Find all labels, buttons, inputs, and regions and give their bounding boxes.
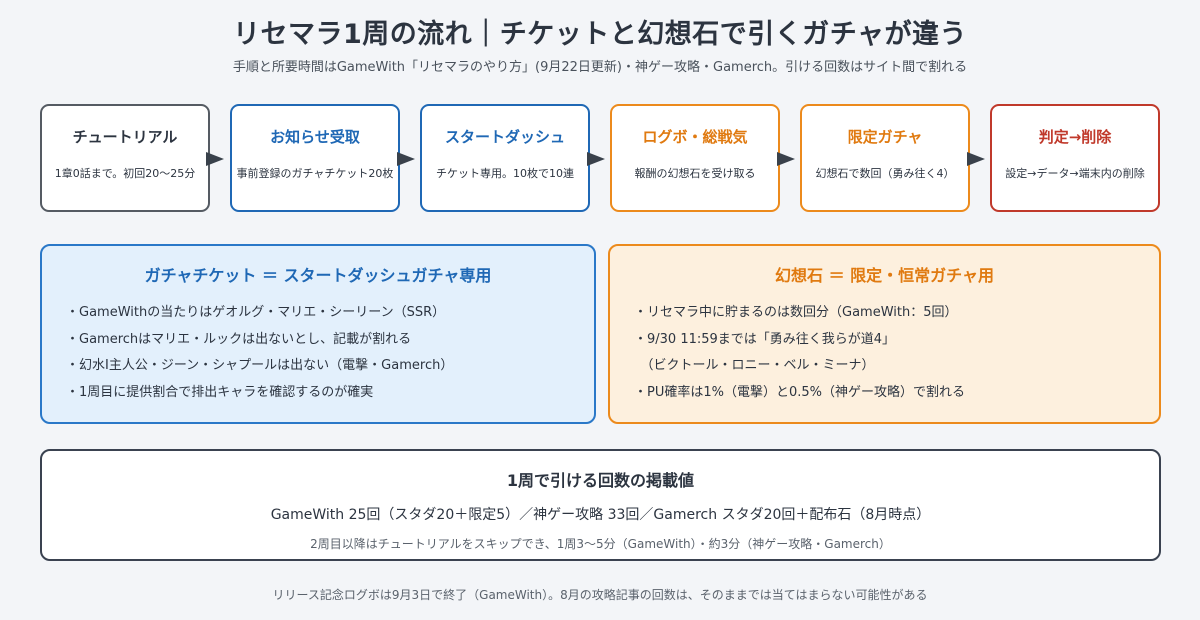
step-tutorial: チュートリアル 1章0話まで。初回20〜25分: [40, 104, 210, 212]
list-item: ・PU確率は1%（電撃）と0.5%（神ゲー攻略）で割れる: [634, 384, 966, 400]
step-title: お知らせ受取: [270, 128, 360, 146]
summary-note: 2周目以降はチュートリアルをスキップでき、1周3〜5分（GameWith）・約3…: [310, 537, 891, 551]
step-desc: 設定→データ→端末内の削除: [1005, 167, 1145, 180]
step-desc: 報酬の幻想石を受け取る: [634, 167, 756, 180]
step-desc: 幻想石で数回（勇み往く4）: [815, 167, 955, 180]
step-title: 限定ガチャ: [847, 128, 923, 146]
step-title: チュートリアル: [72, 128, 178, 146]
list-item: （ビクトール・ロニー・ベル・ミーナ）: [634, 358, 875, 373]
step-desc: チケット専用。10枚で10連: [436, 167, 574, 180]
list-item: ・9/30 11:59までは「勇み往く我らが道4」: [634, 331, 896, 347]
step-login-bonus: ログボ・総戦気 報酬の幻想石を受け取る: [610, 104, 780, 212]
list-item: ・1周目に提供割合で排出キャラを確認するのが確実: [66, 384, 374, 400]
step-title: 判定→削除: [1038, 128, 1112, 146]
flow-arrow-icon: [777, 152, 795, 166]
stone-panel-title: 幻想石 ＝ 限定・恒常ガチャ用: [775, 266, 994, 285]
summary-values: GameWith 25回（スタダ20＋限定5）／神ゲー攻略 33回／Gamerc…: [270, 507, 931, 523]
step-title: ログボ・総戦気: [642, 128, 748, 146]
ticket-panel-list: ・GameWithの当たりはゲオルグ・マリエ・シーリーン（SSR） ・Gamer…: [42, 300, 594, 406]
flow-arrow-icon: [967, 152, 985, 166]
list-item: ・GameWithの当たりはゲオルグ・マリエ・シーリーン（SSR）: [66, 305, 446, 320]
summary-title: 1周で引ける回数の掲載値: [506, 471, 695, 490]
step-notice: お知らせ受取 事前登録のガチャチケット20枚: [230, 104, 400, 212]
stone-panel: 幻想石 ＝ 限定・恒常ガチャ用 ・リセマラ中に貯まるのは数回分（GameWith…: [608, 244, 1161, 424]
step-limited-gacha: 限定ガチャ 幻想石で数回（勇み往く4）: [800, 104, 970, 212]
flow-arrow-icon: [397, 152, 415, 166]
ticket-panel: ガチャチケット ＝ スタートダッシュガチャ専用 ・GameWithの当たりはゲオ…: [40, 244, 596, 424]
pull-count-summary: 1周で引ける回数の掲載値 GameWith 25回（スタダ20＋限定5）／神ゲー…: [40, 449, 1161, 561]
footer-note: リリース記念ログボは9月3日で終了（GameWith）。8月の攻略記事の回数は、…: [272, 588, 928, 602]
page-subtitle: 手順と所要時間はGameWith「リセマラのやり方」(9月22日更新)・神ゲー攻…: [232, 60, 968, 75]
step-desc: 事前登録のガチャチケット20枚: [236, 167, 394, 180]
flow-arrow-icon: [206, 152, 224, 166]
flow-arrow-icon: [587, 152, 605, 166]
step-desc: 1章0話まで。初回20〜25分: [54, 167, 196, 180]
list-item: ・リセマラ中に貯まるのは数回分（GameWith：5回）: [634, 305, 958, 320]
list-item: ・幻水Ⅰ主人公・ジーン・シャプールは出ない（電撃・Gamerch）: [66, 358, 454, 373]
step-judge-delete: 判定→削除 設定→データ→端末内の削除: [990, 104, 1160, 212]
list-item: ・Gamerchはマリエ・ルックは出ないとし、記載が割れる: [66, 331, 412, 347]
ticket-panel-title: ガチャチケット ＝ スタートダッシュガチャ専用: [144, 266, 492, 285]
stone-panel-list: ・リセマラ中に貯まるのは数回分（GameWith：5回） ・9/30 11:59…: [610, 300, 1159, 406]
step-start-dash: スタートダッシュ チケット専用。10枚で10連: [420, 104, 590, 212]
step-title: スタートダッシュ: [444, 128, 565, 146]
page-title: リセマラ1周の流れ｜チケットと幻想石で引くガチャが違う: [232, 19, 967, 50]
